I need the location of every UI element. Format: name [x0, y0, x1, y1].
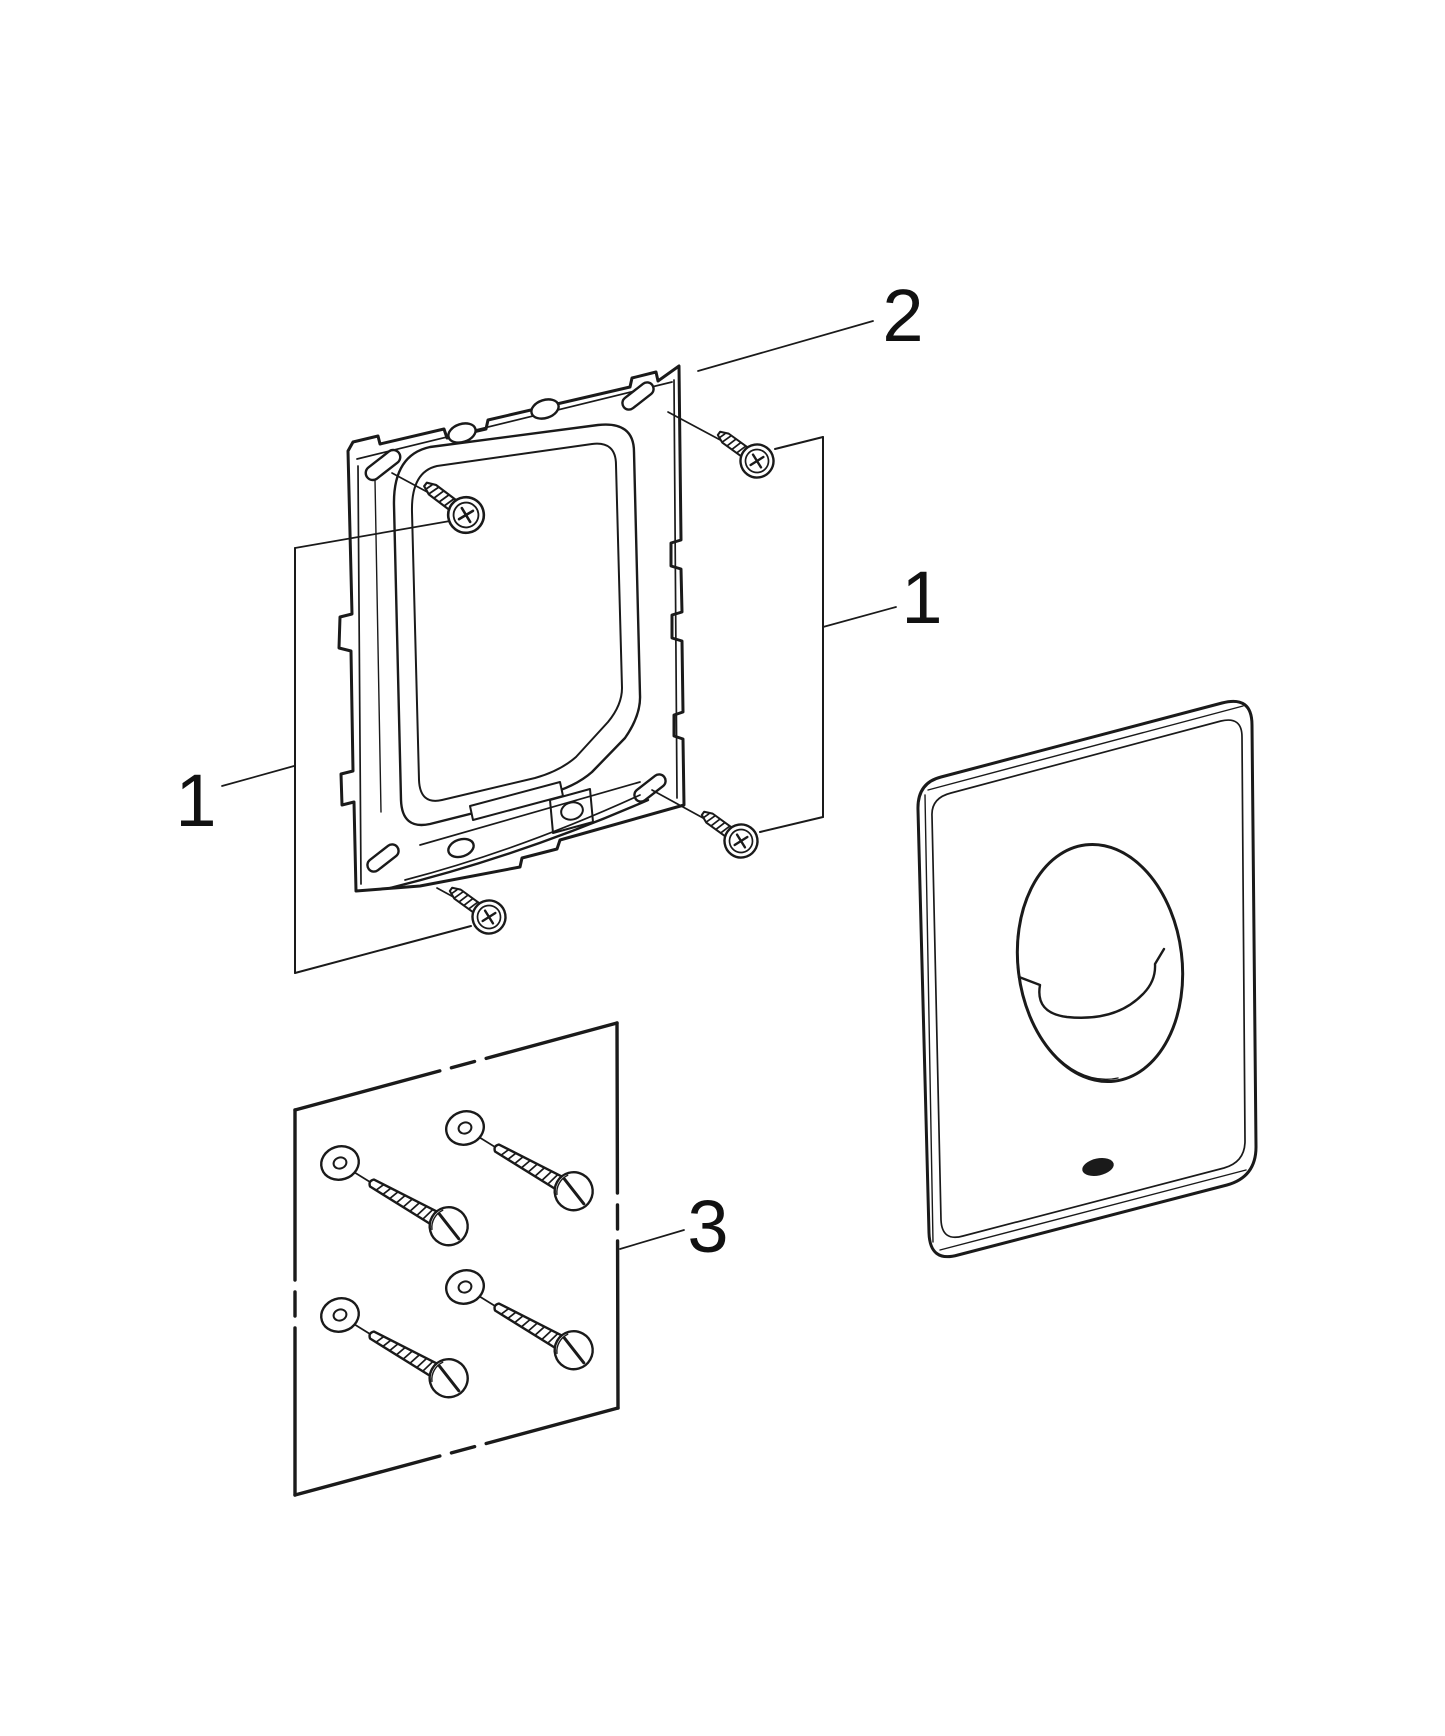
wood-screw-top-right — [484, 1128, 602, 1219]
screw-group-plane-top-edge — [774, 436, 824, 450]
flush-plate-inner-face — [931, 719, 1246, 1239]
flush-button-large — [1015, 842, 1185, 1084]
washer-bottom-right — [440, 1264, 490, 1310]
mounting-frame-left-fold-line — [374, 479, 382, 813]
fixing-screw-top-right — [708, 418, 782, 486]
screw-group-plane — [294, 436, 824, 974]
wood-screw-plane-bottom-edge — [293, 1406, 620, 1497]
mounting-frame — [337, 364, 686, 893]
fixing-screw-bottom-right — [692, 798, 766, 866]
grohe-logo — [1082, 1158, 1114, 1176]
mounting-frame-edge-inner-lines — [356, 379, 678, 885]
washer-screw-link-lines — [348, 1133, 496, 1335]
mounting-frame-oval-holes — [447, 398, 560, 859]
flush-button-small-divider — [1017, 947, 1166, 1019]
wood-screw-top-left — [359, 1163, 477, 1254]
mounting-frame-slot-holes — [364, 381, 667, 873]
wood-screw-plane-top-edge — [293, 1021, 619, 1112]
callout-leader-1-right — [822, 606, 897, 628]
callout-leader-1-left — [221, 765, 295, 787]
leader-plane-to-screw-inner — [294, 520, 451, 549]
screw-group-plane-bottom-edge — [294, 816, 824, 974]
flush-button-depth-line — [1025, 1004, 1119, 1081]
flush-plate-outline — [916, 699, 1258, 1259]
washer-bottom-left — [315, 1292, 365, 1338]
wood-screw-set-plane — [293, 1021, 620, 1497]
callout-label-1-left: 1 — [175, 759, 216, 842]
mounting-frame-bottom-rail — [388, 781, 650, 890]
callout-label-3: 3 — [687, 1185, 728, 1268]
mounting-frame-outline — [337, 364, 686, 893]
flush-plate-bevel-lines — [924, 705, 1247, 1251]
callout-leader-3 — [619, 1229, 685, 1250]
mounting-frame-opening-edge — [410, 442, 623, 802]
callout-label-1-right: 1 — [901, 556, 942, 639]
callout-leader-2 — [697, 320, 874, 372]
callouts: 2 1 1 3 — [175, 274, 942, 1268]
wood-screw-bottom-left — [359, 1315, 477, 1406]
wood-screw-plane-right-edge — [615, 1021, 620, 1410]
wood-screw-bottom-right — [484, 1287, 602, 1378]
callout-label-2: 2 — [882, 274, 923, 357]
washer-top-left — [315, 1140, 365, 1186]
mounting-frame-opening-collar — [392, 423, 642, 827]
flush-plate — [916, 699, 1258, 1259]
washer-top-right — [440, 1105, 490, 1151]
